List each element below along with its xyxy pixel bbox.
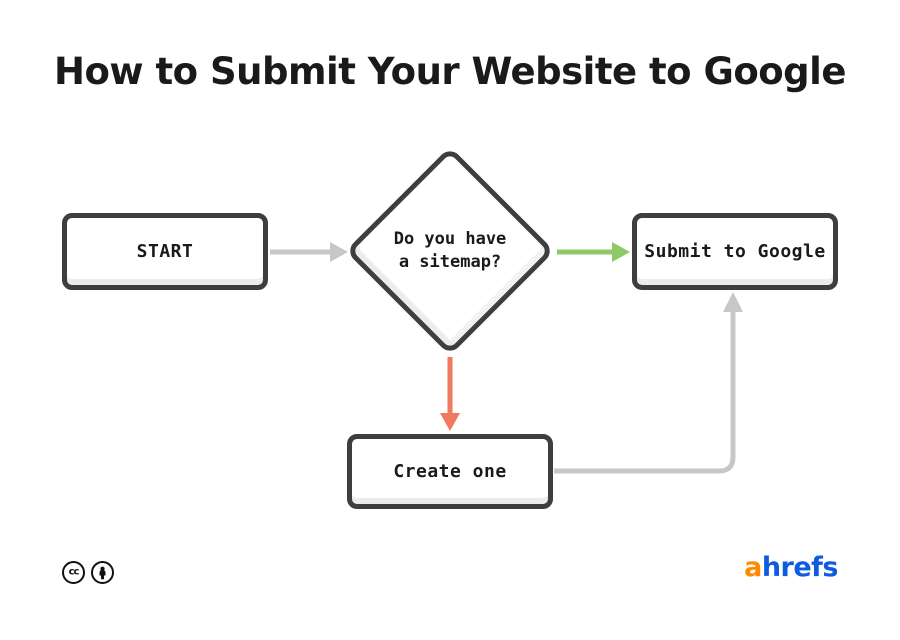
edge-create-to-submit-arrowhead <box>723 292 743 312</box>
ahrefs-logo-hrefs: hrefs <box>761 552 839 583</box>
node-start-label: START <box>136 241 194 262</box>
node-start: START <box>62 213 268 290</box>
cc-icon: cc <box>62 561 85 584</box>
node-submit-label: Submit to Google <box>644 241 826 262</box>
cc-icon-text: cc <box>68 566 80 577</box>
page-title: How to Submit Your Website to Google <box>54 50 846 93</box>
license-marks: cc <box>62 561 114 584</box>
ahrefs-logo: ahrefs <box>744 553 838 583</box>
edge-decision-to-submit-arrowhead <box>612 242 630 262</box>
attribution-icon <box>91 561 114 584</box>
node-submit-to-google: Submit to Google <box>632 213 838 290</box>
node-create-one: Create one <box>347 434 553 509</box>
edge-start-to-decision-arrowhead <box>330 242 348 262</box>
node-create-label: Create one <box>393 461 507 482</box>
ahrefs-logo-a: a <box>744 552 762 583</box>
edge-decision-to-create-arrowhead <box>440 413 460 431</box>
attribution-person-glyph <box>99 566 106 580</box>
edge-create-to-submit <box>554 311 736 474</box>
node-decision-label: Do you have a sitemap? <box>393 229 507 272</box>
